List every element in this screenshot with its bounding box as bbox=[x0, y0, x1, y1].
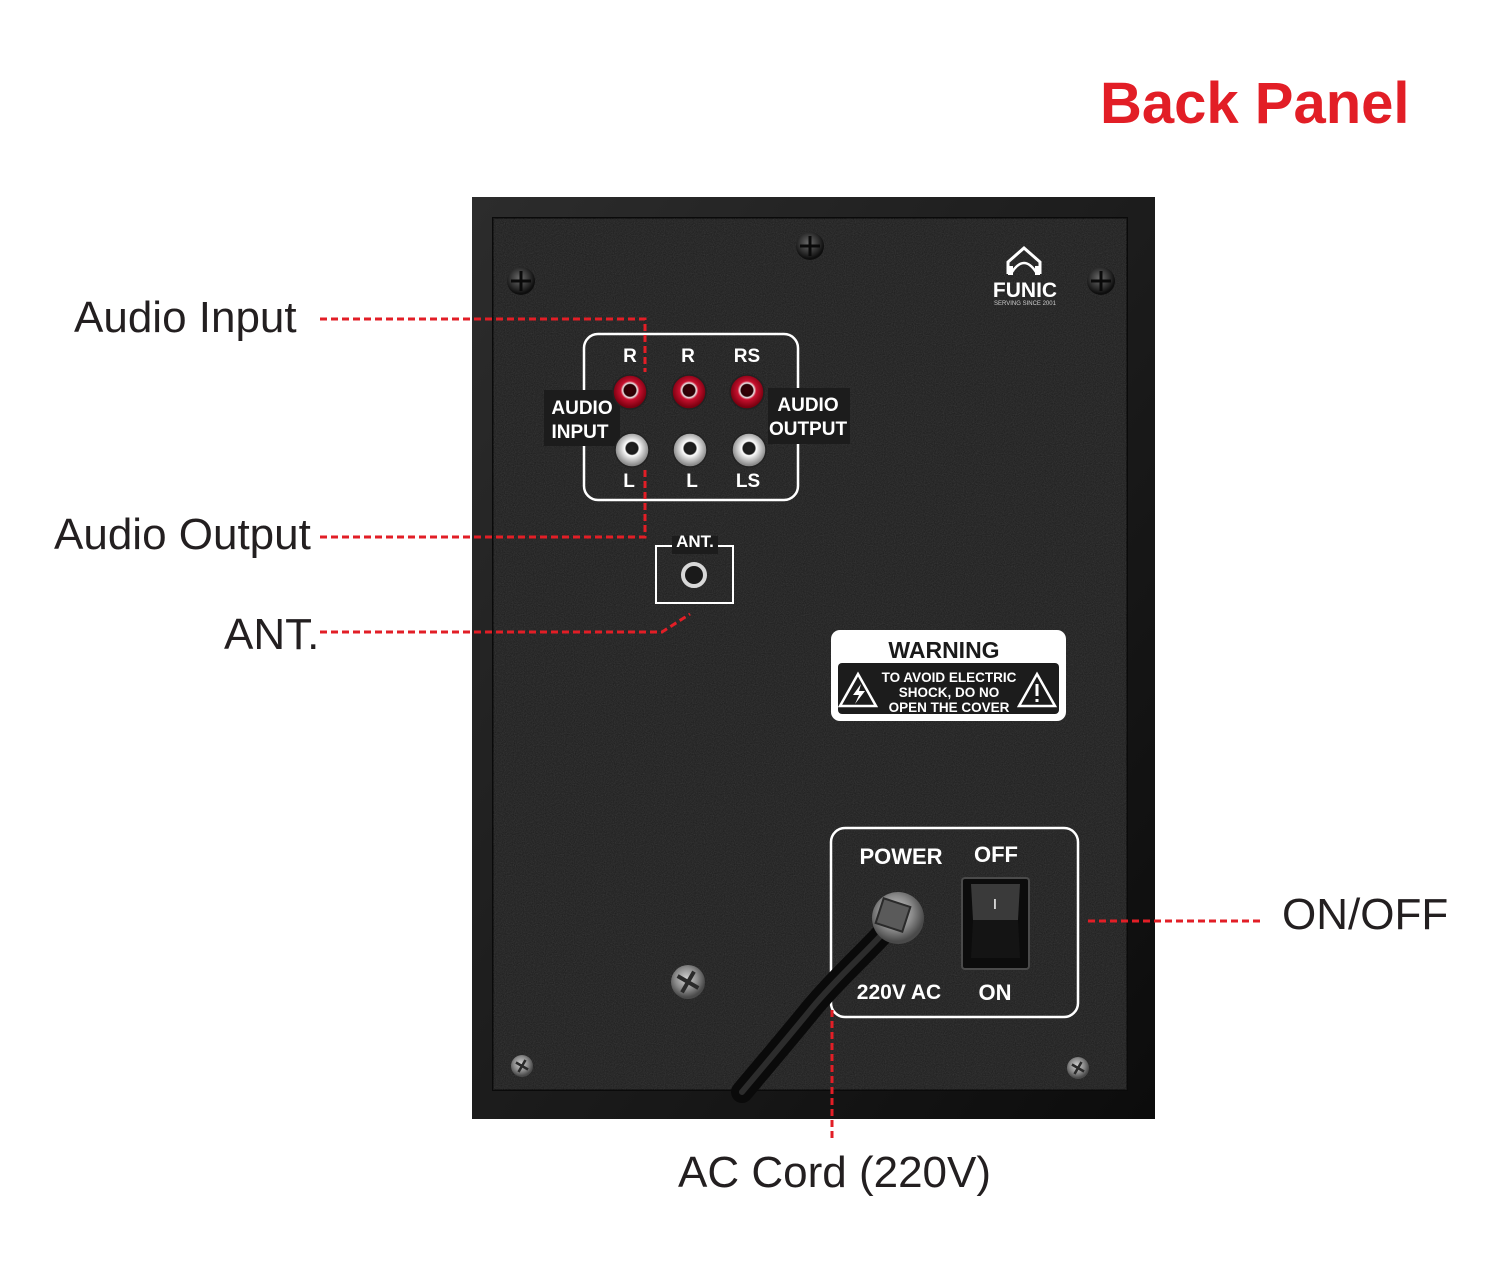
leader-lines bbox=[320, 317, 1260, 1142]
rca-jack-white[interactable] bbox=[614, 432, 650, 468]
brand-name: FUNIC bbox=[993, 279, 1057, 302]
electric-shock-icon bbox=[837, 671, 879, 708]
callout-on-off: ON/OFF bbox=[1282, 890, 1449, 939]
screw-icon bbox=[511, 1055, 533, 1077]
power-label: POWER bbox=[859, 844, 942, 869]
voltage-label: 220V AC bbox=[857, 981, 941, 1004]
jack-top-label: RS bbox=[734, 346, 760, 367]
jack-bottom-label: LS bbox=[736, 471, 760, 492]
leader-antenna bbox=[320, 612, 691, 634]
headphone-house-icon bbox=[1006, 246, 1042, 275]
leader-audio-input bbox=[320, 317, 647, 372]
audio-input-label-line2: INPUT bbox=[552, 422, 609, 443]
callout-ac-cord: AC Cord (220V) bbox=[678, 1148, 992, 1197]
rca-jack-red[interactable] bbox=[612, 374, 648, 410]
warning-line: OPEN THE COVER bbox=[889, 700, 1010, 715]
warning-line: TO AVOID ELECTRIC bbox=[882, 670, 1017, 685]
screw-icon bbox=[1067, 1057, 1089, 1079]
power-panel: POWER 220V AC OFF ON I bbox=[731, 826, 1080, 1103]
audio-output-label-line1: AUDIO bbox=[777, 395, 838, 416]
antenna-socket[interactable] bbox=[681, 562, 707, 588]
jack-bottom-label: L bbox=[623, 471, 635, 492]
power-cord bbox=[731, 892, 924, 1103]
rca-jack-white[interactable] bbox=[672, 432, 708, 468]
caution-icon bbox=[1016, 671, 1058, 708]
warning-heading: WARNING bbox=[888, 637, 999, 663]
rca-jack-white[interactable] bbox=[731, 432, 767, 468]
jack-bottom-label: L bbox=[686, 471, 698, 492]
audio-input-label-line1: AUDIO bbox=[551, 398, 612, 419]
leader-audio-output bbox=[320, 470, 647, 539]
antenna-port: ANT. bbox=[655, 532, 734, 604]
switch-on-label: ON bbox=[979, 980, 1012, 1005]
page-title: Back Panel bbox=[1100, 71, 1410, 136]
jack-top-label: R bbox=[681, 346, 695, 367]
callout-antenna: ANT. bbox=[224, 610, 320, 659]
screw-icon bbox=[507, 267, 535, 295]
callout-audio-input: Audio Input bbox=[74, 293, 297, 342]
rca-jack-red[interactable] bbox=[729, 374, 765, 410]
warning-label: WARNING TO AVOID ELECTRIC SHOCK, DO NO O… bbox=[831, 630, 1066, 721]
brand-tagline: SERVING SINCE 2001 bbox=[994, 301, 1057, 307]
jack-top-label: R bbox=[623, 346, 637, 367]
screw-icon bbox=[796, 232, 824, 260]
callout-audio-output: Audio Output bbox=[54, 510, 311, 559]
audio-output-label-line2: OUTPUT bbox=[769, 419, 848, 440]
switch-off-label: OFF bbox=[974, 842, 1018, 867]
antenna-port-label: ANT. bbox=[676, 532, 714, 551]
switch-mark: I bbox=[993, 896, 997, 913]
warning-line: SHOCK, DO NO bbox=[899, 685, 1000, 700]
screw-icon bbox=[1087, 267, 1115, 295]
screw-icon bbox=[671, 965, 705, 999]
brand-logo: FUNIC SERVING SINCE 2001 bbox=[993, 246, 1057, 307]
power-switch[interactable]: I bbox=[961, 877, 1030, 970]
jack-panel: AUDIO INPUT AUDIO OUTPUT R R RS L L LS bbox=[544, 332, 850, 502]
rca-jack-red[interactable] bbox=[671, 374, 707, 410]
